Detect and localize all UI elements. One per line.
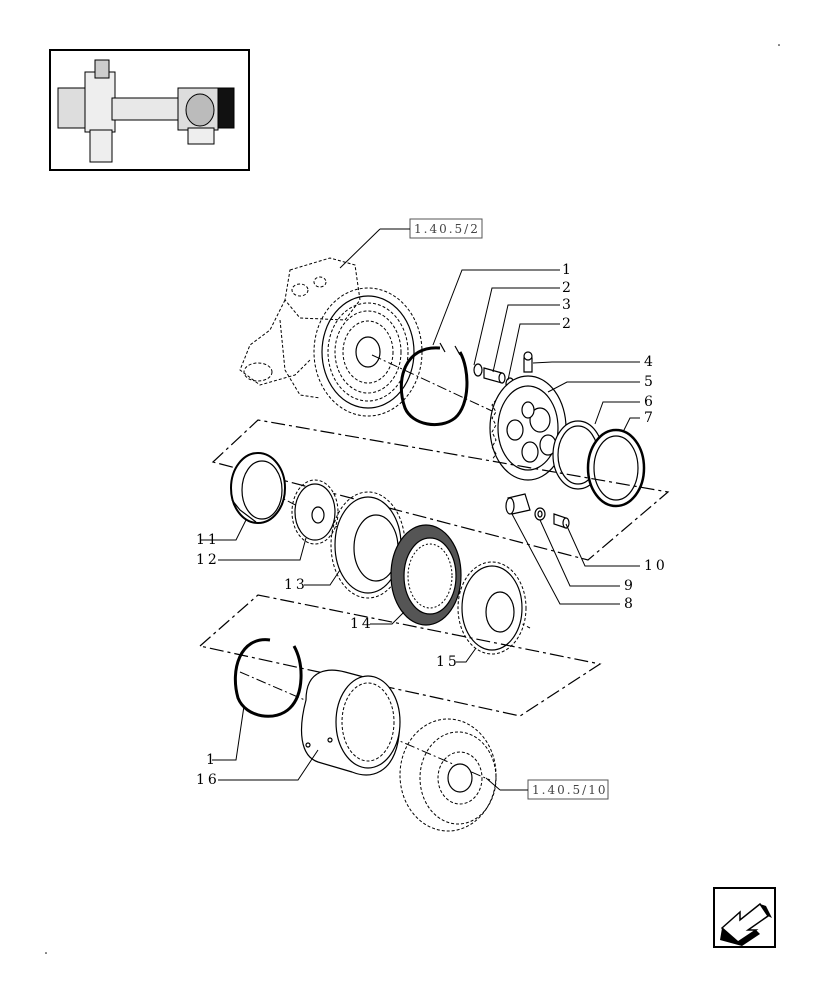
group-frame-middle <box>211 419 670 561</box>
friction-disc[interactable] <box>390 524 462 626</box>
callout-16: 16 <box>196 772 220 788</box>
previous-page-arrow-icon[interactable] <box>713 887 776 948</box>
callout-2-second: 2 <box>562 316 574 332</box>
callout-13: 13 <box>284 577 308 593</box>
gear-15[interactable] <box>457 561 527 655</box>
axle-assembly-thumbnail[interactable] <box>49 49 250 171</box>
wheel-hub <box>399 718 497 832</box>
speck-bottom <box>45 952 47 954</box>
callout-10: 10 <box>644 558 668 574</box>
callout-1-upper: 1 <box>562 262 574 278</box>
callout-4: 4 <box>644 354 656 370</box>
seal-ring[interactable] <box>586 428 646 508</box>
reference-box-bottom[interactable]: 1.40.5/10 <box>485 777 609 800</box>
callout-1-lower: 1 <box>206 752 218 768</box>
callout-15: 15 <box>436 654 460 670</box>
callout-2-first: 2 <box>562 280 574 296</box>
ring-gear-drum[interactable] <box>300 669 401 776</box>
callout-12: 12 <box>196 552 220 568</box>
pin-washer-bolt[interactable] <box>505 493 570 529</box>
callout-5: 5 <box>644 374 656 390</box>
leader-lines <box>200 269 640 781</box>
steering-knuckle-housing <box>239 257 423 417</box>
gear-13[interactable] <box>330 491 406 599</box>
axis-lower <box>239 671 491 781</box>
callout-9: 9 <box>624 578 636 594</box>
callout-7: 7 <box>644 410 656 426</box>
group-frame-lower <box>198 594 602 717</box>
sun-gear-small[interactable] <box>291 479 339 545</box>
planetary-carrier[interactable] <box>489 375 567 481</box>
callout-14: 14 <box>350 616 374 632</box>
callout-11: 11 <box>196 532 220 548</box>
reference-bottom-text: 1.40.5/10 <box>532 783 607 797</box>
speck-top <box>778 44 780 46</box>
reference-box-top[interactable]: 1.40.5/2 <box>339 218 483 269</box>
ring-11[interactable] <box>230 452 286 524</box>
reference-top-text: 1.40.5/2 <box>414 222 480 236</box>
snap-ring-upper[interactable] <box>399 342 469 427</box>
snap-ring-lower[interactable] <box>233 638 303 718</box>
callout-3: 3 <box>562 297 574 313</box>
callout-8: 8 <box>624 596 636 612</box>
grease-nipple[interactable] <box>523 351 533 373</box>
callout-6: 6 <box>644 394 656 410</box>
